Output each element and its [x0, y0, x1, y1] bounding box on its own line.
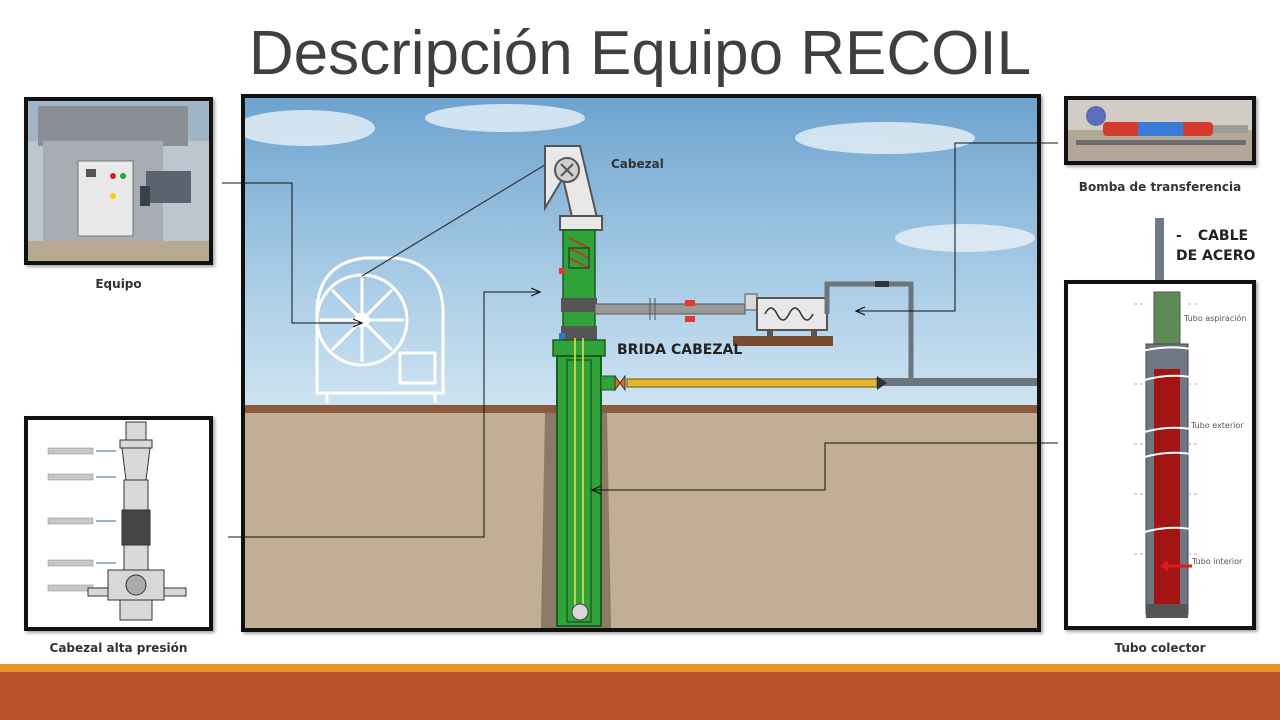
- tubo-colector-image: Tubo aspiración Tubo exterior Tubo inter…: [1064, 280, 1256, 630]
- cabezal-head: [544, 145, 603, 232]
- bomba-transferencia-photo: [1064, 96, 1256, 165]
- tubo-interior-label: Tubo interior: [1191, 557, 1243, 566]
- tubo-colector-caption: Tubo colector: [1114, 641, 1206, 655]
- cabezal-alta-presion-drawing: [28, 420, 209, 627]
- equipo-photo: [24, 97, 213, 265]
- brida-cabezal-label: BRIDA CABEZAL: [617, 342, 742, 358]
- cabezal-leader: [228, 292, 540, 538]
- tubo-colector-drawing: Tubo aspiración Tubo exterior Tubo inter…: [1068, 284, 1252, 626]
- tubo-aspiracion-label: Tubo aspiración: [1183, 313, 1246, 323]
- ground: [245, 413, 1037, 628]
- cabezal-alta-presion-caption: Cabezal alta presión: [49, 641, 188, 655]
- main-diagram: Cabezal BRIDA CABEZAL: [241, 94, 1041, 632]
- footer-bar: [0, 672, 1280, 720]
- tubo-leader: [592, 442, 1058, 490]
- footer-accent-bar: [0, 664, 1280, 672]
- cable-line1: CABLE: [1197, 228, 1249, 244]
- cabezal-alta-presion-image: [24, 416, 213, 631]
- equipo-photo-image: [28, 101, 209, 261]
- equipo-caption: Equipo: [95, 277, 142, 291]
- bomba-photo-image: [1068, 100, 1252, 161]
- cable-line2: DE ACERO: [1176, 248, 1256, 264]
- cable-dash: -: [1176, 228, 1182, 244]
- bomba-transferencia-caption: Bomba de transferencia: [1078, 180, 1242, 194]
- pump-diagram: [733, 293, 833, 346]
- page-title: Descripción Equipo RECOIL: [248, 19, 1032, 88]
- cabezal-label: Cabezal: [611, 157, 664, 171]
- ground-line: [245, 405, 1037, 413]
- bomba-leader: [856, 142, 1058, 311]
- tubo-exterior-label: Tubo exterior: [1190, 421, 1244, 430]
- main-diagram-svg: Cabezal BRIDA CABEZAL: [245, 98, 1037, 628]
- cable-rod: [1155, 218, 1164, 288]
- wire-cable: [361, 159, 554, 277]
- cable-acero-label: -CABLE DE ACERO: [1176, 226, 1266, 266]
- equipo-leader: [222, 182, 362, 323]
